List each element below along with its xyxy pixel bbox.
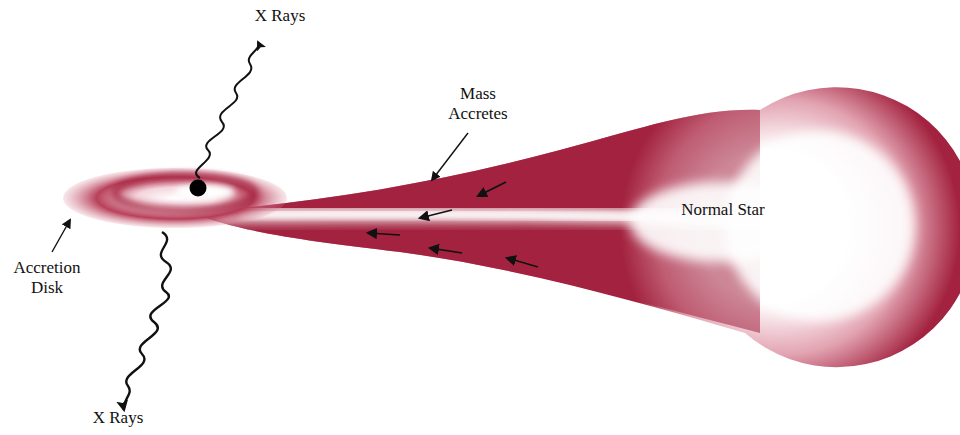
leader-line xyxy=(52,133,468,252)
accretion-disk xyxy=(63,168,287,228)
x-ray-label: X Rays xyxy=(78,408,158,428)
star-label: Normal Star xyxy=(668,200,778,220)
disk-label: Accretion Disk xyxy=(4,258,90,298)
compact-object xyxy=(190,180,207,197)
flow-arrows xyxy=(368,182,538,267)
callout-label: Mass Accretes xyxy=(438,84,518,124)
x-ray-label: X Rays xyxy=(240,6,320,26)
normal-star xyxy=(190,87,960,367)
x-ray-wave xyxy=(124,42,259,410)
